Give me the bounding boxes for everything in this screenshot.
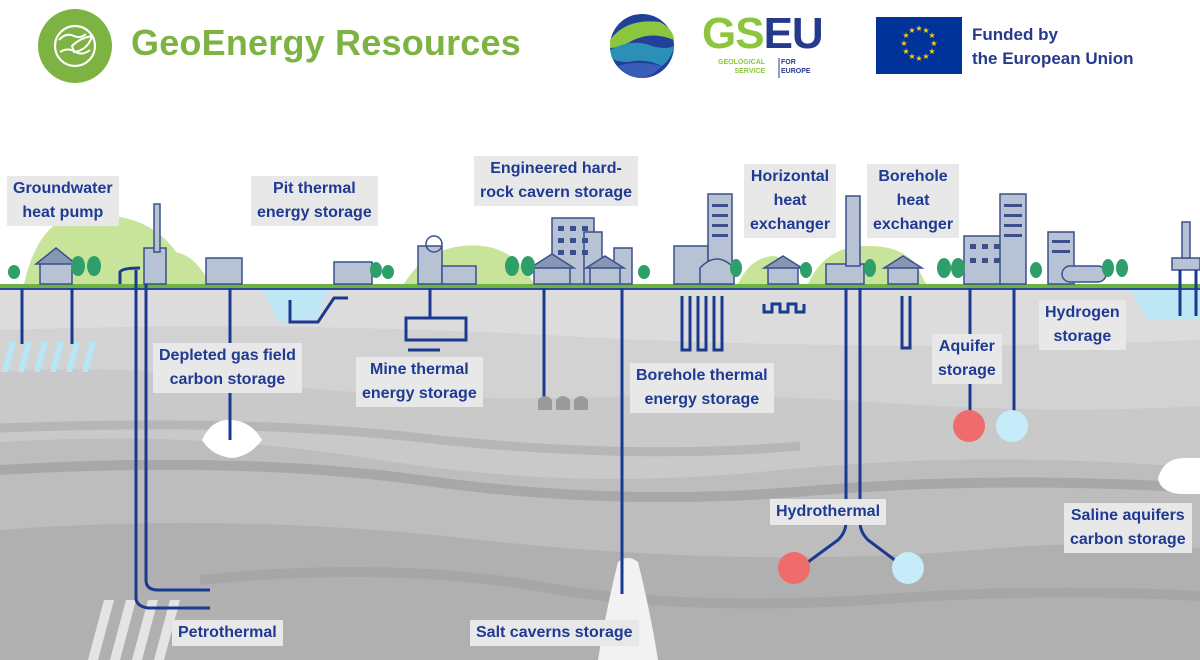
eu-flag-icon: ★★★ ★★★ ★★★ ★★★ — [876, 17, 962, 74]
label-line: Groundwater — [13, 180, 113, 197]
label-line: Engineered hard- — [490, 160, 622, 177]
label-line: storage — [1053, 328, 1112, 345]
svg-text:★: ★ — [908, 26, 915, 35]
label-line: heat — [773, 192, 807, 209]
label-line: heat pump — [22, 204, 104, 221]
eu-funding-line-1: Funded by — [972, 25, 1058, 44]
label-hydrogen-storage: Hydrogen storage — [1039, 300, 1126, 350]
label-line: Petrothermal — [178, 624, 277, 641]
label-line: exchanger — [750, 216, 831, 233]
label-pit-thermal: Pit thermal energy storage — [251, 176, 378, 226]
label-line: Saline aquifers — [1070, 507, 1185, 524]
gseu-sub-service: SERVICE — [734, 68, 766, 75]
gseu-subtitle-right: FOR EUROPE — [781, 58, 811, 76]
label-aquifer-storage: Aquifer storage — [932, 334, 1002, 384]
label-engineered-cavern: Engineered hard- rock cavern storage — [474, 156, 639, 206]
label-line: energy storage — [644, 391, 760, 408]
svg-text:★: ★ — [922, 26, 929, 35]
gseu-gs: GS — [702, 9, 765, 58]
svg-text:★: ★ — [902, 31, 909, 40]
eu-funding-line-2: the European Union — [972, 49, 1134, 68]
svg-text:★: ★ — [915, 54, 922, 63]
gseu-sub-for: FOR — [781, 59, 796, 66]
globe-leaf-icon — [38, 9, 112, 83]
svg-text:★: ★ — [915, 24, 922, 33]
label-line: Aquifer — [938, 338, 995, 355]
label-line: Borehole — [878, 168, 948, 185]
gseu-wordmark: GSEU — [702, 9, 824, 58]
svg-text:★: ★ — [930, 39, 937, 48]
svg-text:★: ★ — [902, 47, 909, 56]
label-line: carbon storage — [169, 371, 286, 388]
gseu-logo-mark — [610, 14, 674, 78]
label-depleted-gas: Depleted gas field carbon storage — [153, 343, 302, 393]
label-line: energy storage — [362, 385, 477, 402]
svg-text:★: ★ — [928, 47, 935, 56]
label-line: heat — [896, 192, 930, 209]
label-borehole-heat-exchanger: Borehole heat exchanger — [867, 164, 960, 238]
label-line: carbon storage — [1070, 531, 1186, 548]
label-line: exchanger — [873, 216, 954, 233]
label-line: Hydrothermal — [776, 503, 881, 520]
label-line: Hydrogen — [1045, 304, 1120, 321]
label-line: rock cavern storage — [480, 184, 633, 201]
gseu-subtitle-left: GEOLOGICAL SERVICE — [718, 58, 765, 76]
label-petrothermal: Petrothermal — [172, 620, 283, 646]
eu-funding-text: Funded by the European Union — [972, 23, 1134, 71]
gseu-eu: EU — [763, 9, 824, 58]
svg-text:★: ★ — [928, 31, 935, 40]
label-borehole-thermal: Borehole thermal energy storage — [630, 363, 774, 413]
label-line: Borehole thermal — [636, 367, 768, 384]
label-salt-caverns: Salt caverns storage — [470, 620, 639, 646]
gseu-sub-geological: GEOLOGICAL — [718, 59, 766, 66]
gseu-sub-europe: EUROPE — [781, 68, 811, 75]
label-line: storage — [938, 362, 996, 379]
label-line: Pit thermal — [273, 180, 356, 197]
brand-title: GeoEnergy Resources — [131, 22, 521, 63]
label-mine-thermal: Mine thermal energy storage — [356, 357, 483, 407]
label-line: Horizontal — [750, 168, 830, 185]
label-hydrothermal: Hydrothermal — [770, 499, 887, 525]
svg-text:★: ★ — [900, 39, 907, 48]
label-line: energy storage — [257, 204, 372, 221]
label-saline-aquifers: Saline aquifers carbon storage — [1064, 503, 1192, 553]
label-groundwater-heat-pump: Groundwater heat pump — [7, 176, 119, 226]
label-line: Depleted gas field — [159, 347, 296, 364]
svg-text:★: ★ — [922, 52, 929, 61]
svg-text:★: ★ — [908, 52, 915, 61]
label-line: Mine thermal — [370, 361, 469, 378]
label-horizontal-heat-exchanger: Horizontal heat exchanger — [744, 164, 837, 238]
label-line: Salt caverns storage — [476, 624, 633, 641]
